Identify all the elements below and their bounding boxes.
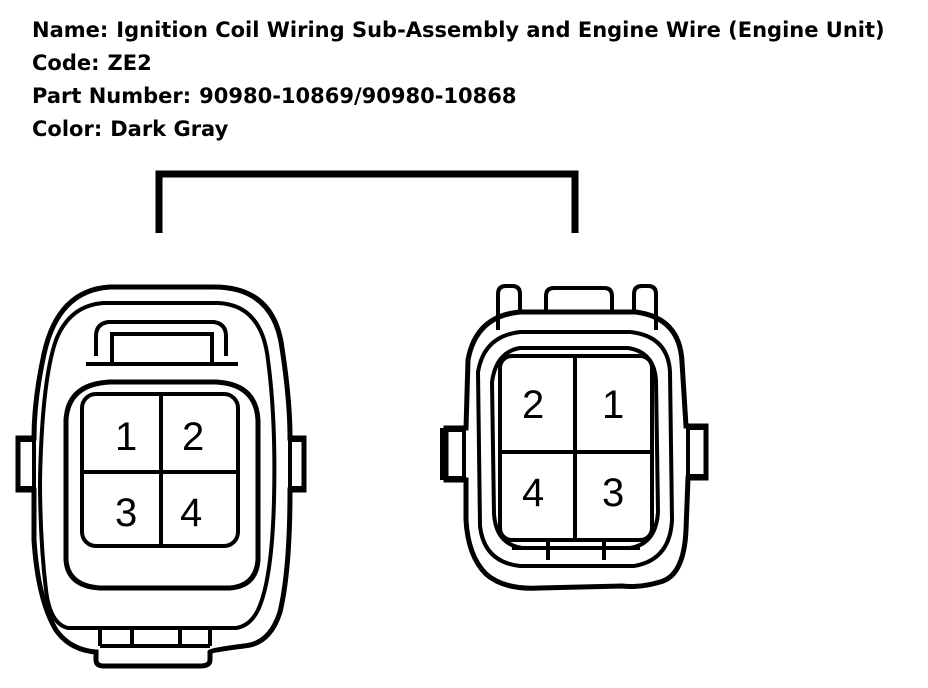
name-value: Ignition Coil Wiring Sub-Assembly and En… xyxy=(116,18,885,42)
right-pin-label: 3 xyxy=(602,471,624,515)
right-connector-outer-shell xyxy=(443,309,709,591)
color-value: Dark Gray xyxy=(110,117,229,141)
left-pin-label: 4 xyxy=(180,491,202,535)
right-pin-label: 4 xyxy=(522,471,544,515)
left-pin-label: 3 xyxy=(115,491,137,535)
left-connector-pins: 1 2 3 4 xyxy=(115,415,204,535)
left-connector xyxy=(15,284,307,669)
part-number-label: Part Number: xyxy=(32,84,192,108)
left-connector-side-nub-left xyxy=(16,438,36,490)
code-label: Code: xyxy=(32,51,100,75)
right-connector-bottom-keys xyxy=(512,540,640,560)
left-connector-latch xyxy=(94,320,228,356)
right-connector-ring-outer xyxy=(475,330,675,568)
left-connector-outer-shell xyxy=(15,284,307,669)
code-line: Code: ZE2 xyxy=(32,47,885,80)
right-connector xyxy=(440,284,709,591)
right-connector-side-nub-left xyxy=(440,428,466,480)
left-connector-inner-shell xyxy=(37,301,277,630)
connector-info: Name: Ignition Coil Wiring Sub-Assembly a… xyxy=(32,14,885,146)
color-line: Color: Dark Gray xyxy=(32,113,885,146)
left-connector-cavity-frame xyxy=(63,379,261,591)
right-connector-side-nub-right xyxy=(686,426,708,478)
right-connector-top-tabs xyxy=(496,284,658,330)
left-pin-label: 1 xyxy=(115,415,137,459)
left-connector-bottom-tab xyxy=(98,628,212,648)
part-number-line: Part Number: 90980-10869/90980-10868 xyxy=(32,80,885,113)
right-pin-label: 2 xyxy=(522,383,544,427)
name-label: Name: xyxy=(32,18,109,42)
left-pin-label: 2 xyxy=(182,415,204,459)
code-value: ZE2 xyxy=(107,51,152,75)
left-connector-latch-inner xyxy=(110,332,214,364)
part-number-value: 90980-10869/90980-10868 xyxy=(199,84,517,108)
color-label: Color: xyxy=(32,117,103,141)
mating-bracket xyxy=(155,170,579,233)
right-connector-pins: 2 1 4 3 xyxy=(522,383,624,515)
left-connector-side-nub-right xyxy=(288,438,306,490)
name-line: Name: Ignition Coil Wiring Sub-Assembly a… xyxy=(32,14,885,47)
right-pin-label: 1 xyxy=(602,383,624,427)
